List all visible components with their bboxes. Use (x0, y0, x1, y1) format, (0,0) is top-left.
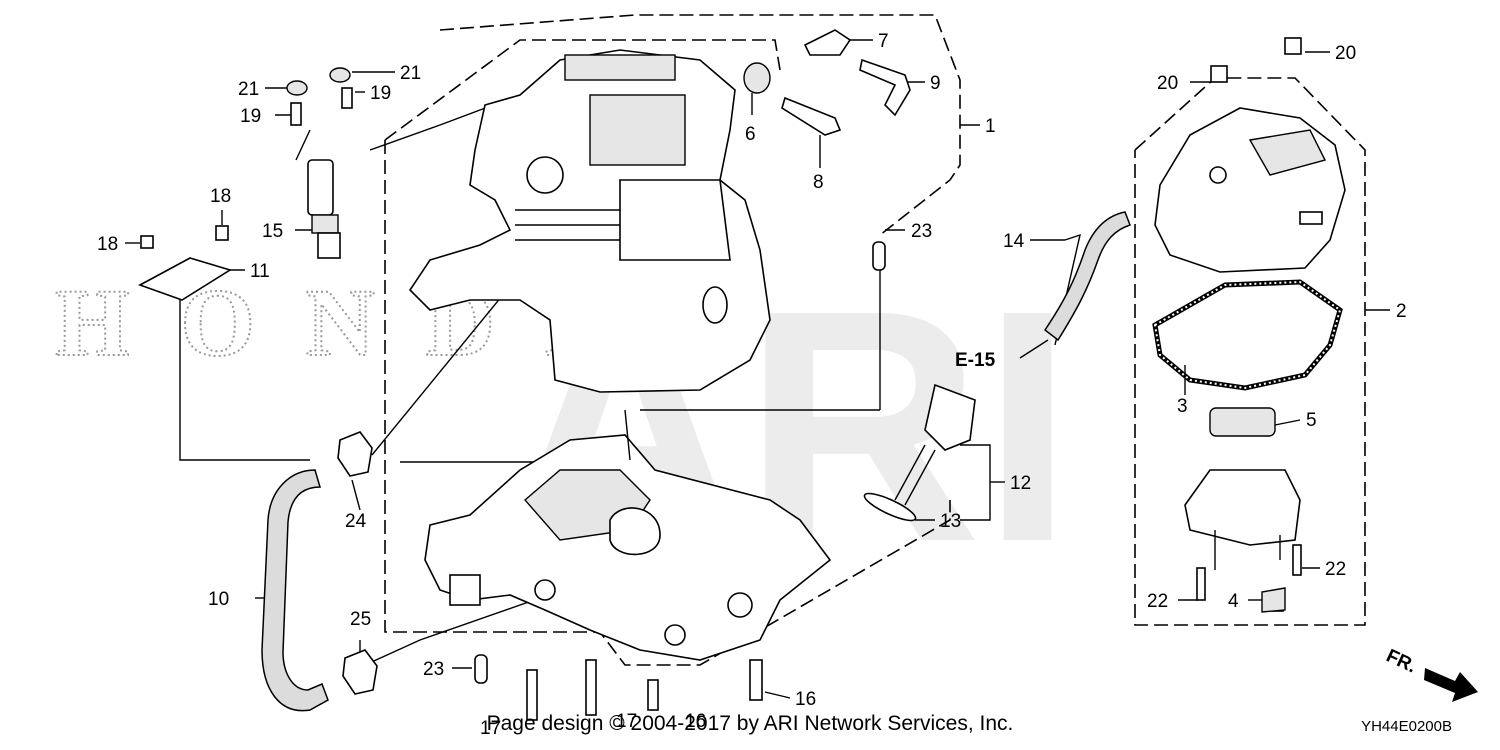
callout-13: 13 (940, 511, 961, 532)
callout-21-left: 21 (238, 79, 259, 100)
plate (138, 257, 232, 301)
callout-21-right: 21 (400, 63, 421, 84)
callout-19-left: 19 (240, 106, 261, 127)
callout-20-left: 20 (1157, 73, 1178, 94)
crankcase-assembly (424, 409, 832, 661)
front-direction-arrow: FR. (1383, 645, 1478, 702)
direction-label: FR. (1383, 645, 1420, 677)
callout-25: 25 (350, 609, 371, 630)
callout-17-right: 17 (616, 711, 637, 732)
callout-12: 12 (1010, 473, 1031, 494)
breather-housing (1184, 469, 1301, 570)
callout-22-right: 22 (1325, 559, 1346, 580)
callout-16-right: 16 (795, 689, 816, 710)
small-parts (140, 29, 1302, 721)
callout-2: 2 (1396, 301, 1407, 322)
callout-19-right: 19 (370, 83, 391, 104)
callout-8: 8 (813, 172, 824, 193)
spark-plug (307, 159, 341, 259)
callout-23-bottom: 23 (423, 659, 444, 680)
head-cover-gasket (1152, 279, 1343, 391)
head-cover (1154, 107, 1346, 273)
callout-4: 4 (1228, 591, 1239, 612)
callout-14: 14 (1003, 231, 1025, 252)
callout-numbers: 1 2 3 4 5 6 7 8 9 10 11 12 13 14 15 16 1… (97, 31, 1407, 739)
callout-15: 15 (262, 221, 283, 242)
callout-18-top: 18 (210, 186, 231, 207)
radiator-hose (261, 469, 329, 712)
cylinder-head-assembly (408, 49, 771, 393)
callout-20-right: 20 (1335, 43, 1356, 64)
callout-3: 3 (1177, 396, 1188, 417)
copyright-footer: Page design © 2004-2017 by ARI Network S… (486, 712, 1014, 735)
callout-7: 7 (878, 31, 889, 52)
breather-block (1209, 407, 1276, 437)
o-ring (863, 492, 917, 522)
callout-9: 9 (930, 73, 941, 94)
breather-tube (1043, 211, 1131, 342)
callout-10: 10 (208, 589, 229, 610)
group-outline-left (384, 140, 951, 666)
callout-11: 11 (250, 261, 270, 282)
callout-18-left: 18 (97, 234, 118, 255)
callout-16-left: 16 (685, 711, 706, 732)
callout-5: 5 (1306, 410, 1317, 431)
reference-label: E-15 (955, 350, 996, 371)
callout-22-left: 22 (1147, 591, 1168, 612)
callout-1: 1 (985, 116, 996, 137)
callout-17-left: 17 (480, 718, 501, 739)
group-outline-top-right (439, 14, 961, 236)
callout-6: 6 (745, 124, 756, 145)
callout-24: 24 (345, 511, 367, 532)
callout-23-top: 23 (911, 221, 932, 242)
diagram-code: YH44E0200B (1361, 718, 1452, 735)
dipstick (894, 383, 976, 506)
group-outline-top-left (384, 39, 781, 141)
